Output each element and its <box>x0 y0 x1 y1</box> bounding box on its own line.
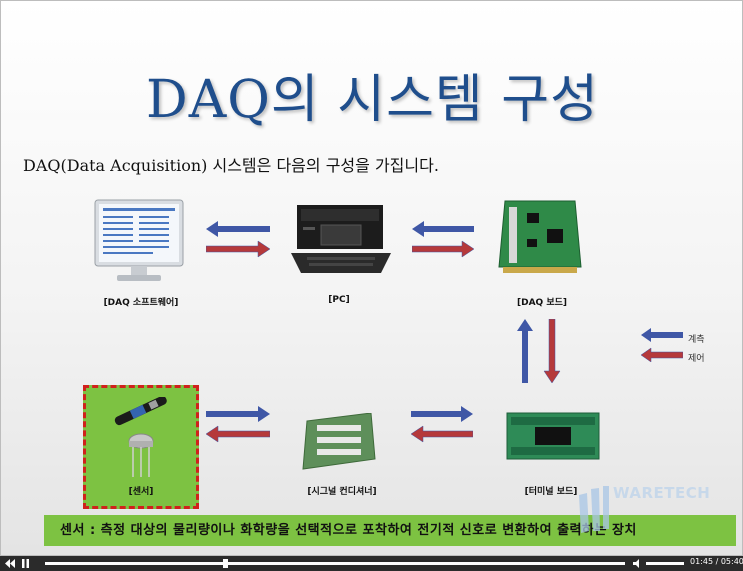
presentation-slide: DAQ의 시스템 구성 DAQ(Data Acquisition) 시스템은 다… <box>0 0 743 556</box>
playback-time: 01:45 / 05:40 <box>690 557 743 566</box>
arrow-pair-software-pc <box>206 221 270 258</box>
watermark-text: WARETECH <box>613 484 711 502</box>
label-sensor: [센서] <box>128 487 154 497</box>
legend-arrows <box>641 328 683 362</box>
seek-thumb[interactable] <box>222 559 228 568</box>
daq-software-monitor-image <box>94 199 184 281</box>
legend-control-label: 제어 <box>688 354 705 364</box>
label-daq-software: [DAQ 소프트웨어] <box>103 298 179 308</box>
arrow-pair-sensor-conditioner <box>206 406 270 443</box>
industrial-pc-image <box>291 205 391 273</box>
sensor-definition-banner: 센서 : 측정 대상의 물리량이나 화학량을 선택적으로 포착하여 전기적 신호… <box>44 515 736 546</box>
slide-subtitle: DAQ(Data Acquisition) 시스템은 다음의 구성을 가집니다. <box>23 156 439 175</box>
waretech-watermark-logo <box>579 486 609 533</box>
label-terminal-board: [터미널 보드] <box>524 487 578 497</box>
video-player-bar: 01:45 / 05:40 <box>0 556 743 571</box>
label-daq-board: [DAQ 보드] <box>516 298 567 308</box>
arrow-pair-conditioner-terminal <box>411 406 473 443</box>
volume-track[interactable] <box>646 562 684 565</box>
daq-board-image <box>498 200 582 273</box>
volume-icon[interactable] <box>632 558 643 569</box>
arrow-pair-board-terminal <box>517 319 561 383</box>
pause-icon[interactable] <box>20 558 31 569</box>
legend-measure-label: 계측 <box>688 335 705 345</box>
label-signal-conditioner: [시그널 컨디셔너] <box>307 487 377 497</box>
seek-track[interactable] <box>45 562 625 565</box>
label-pc: [PC] <box>328 295 350 305</box>
arrow-pair-pc-board <box>412 221 474 258</box>
terminal-board-image <box>506 412 600 460</box>
sensor-image <box>114 397 167 477</box>
signal-conditioner-image <box>302 413 376 470</box>
slide-title: DAQ의 시스템 구성 <box>146 70 599 130</box>
rewind-icon[interactable] <box>4 558 15 569</box>
